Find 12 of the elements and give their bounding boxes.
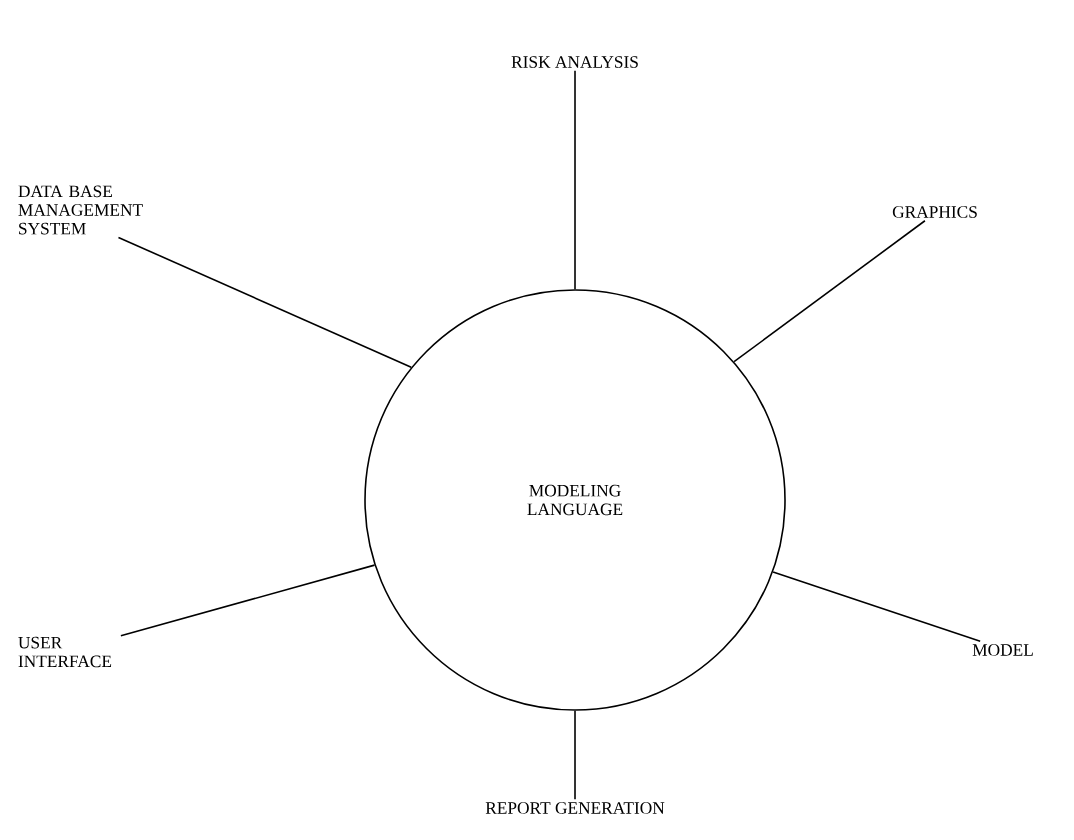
label-text: REPORT GENERATION: [485, 802, 665, 814]
label-text: USER INTERFACE: [18, 636, 112, 668]
connector-line: [574, 710, 576, 801]
connector-line: [574, 69, 576, 290]
connector-line: [120, 564, 376, 637]
connector-line: [117, 236, 412, 369]
label-text: RISK ANALYSIS: [511, 56, 638, 68]
connector-line: [772, 571, 981, 643]
label-text: GRAPHICS: [892, 206, 977, 218]
label-text: DATA BASE MANAGEMENT SYSTEM: [18, 185, 143, 235]
label-text: MODEL: [972, 644, 1033, 656]
connector-line: [733, 219, 926, 363]
